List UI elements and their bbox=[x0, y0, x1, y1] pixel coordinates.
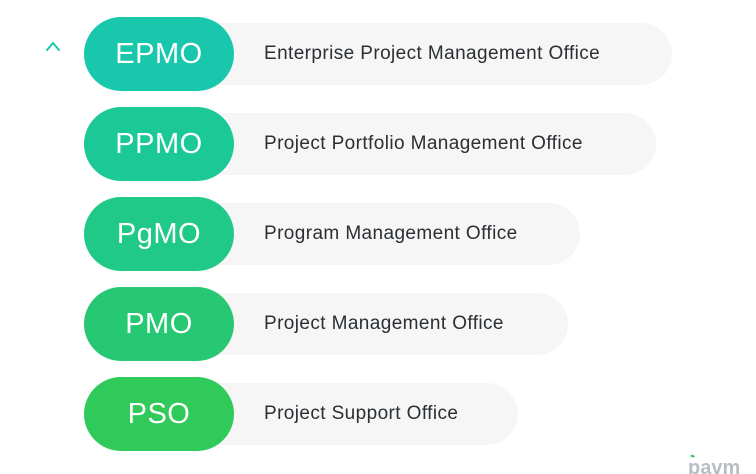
level-row-pmo: PMO Project Management Office bbox=[84, 287, 568, 361]
level-row-pso: PSO Project Support Office bbox=[84, 377, 518, 451]
level-abbr: PgMO bbox=[116, 217, 202, 250]
level-description: Program Management Office bbox=[264, 223, 518, 244]
level-abbr: PMO bbox=[125, 307, 193, 340]
level-badge-pmo: PMO bbox=[84, 287, 234, 361]
level-abbr: PSO bbox=[127, 397, 191, 430]
level-row-pgmo: PgMO Program Management Office bbox=[84, 197, 580, 271]
arrow-up-icon bbox=[46, 42, 60, 427]
level-row-epmo: EPMO Enterprise Project Management Offic… bbox=[84, 17, 672, 91]
logo-text: pavm bbox=[688, 457, 740, 474]
level-badge-epmo: EPMO bbox=[84, 17, 234, 91]
level-description: Project Portfolio Management Office bbox=[264, 133, 583, 154]
level-abbr: EPMO bbox=[115, 37, 203, 70]
level-row-ppmo: PPMO Project Portfolio Management Office bbox=[84, 107, 656, 181]
brand-logo: pavm bbox=[688, 454, 740, 474]
level-description: Project Management Office bbox=[264, 313, 504, 334]
level-description: Project Support Office bbox=[264, 403, 459, 424]
level-abbr: PPMO bbox=[115, 127, 203, 160]
level-badge-pso: PSO bbox=[84, 377, 234, 451]
level-badge-pgmo: PgMO bbox=[84, 197, 234, 271]
level-badge-ppmo: PPMO bbox=[84, 107, 234, 181]
level-description: Enterprise Project Management Office bbox=[264, 43, 601, 64]
